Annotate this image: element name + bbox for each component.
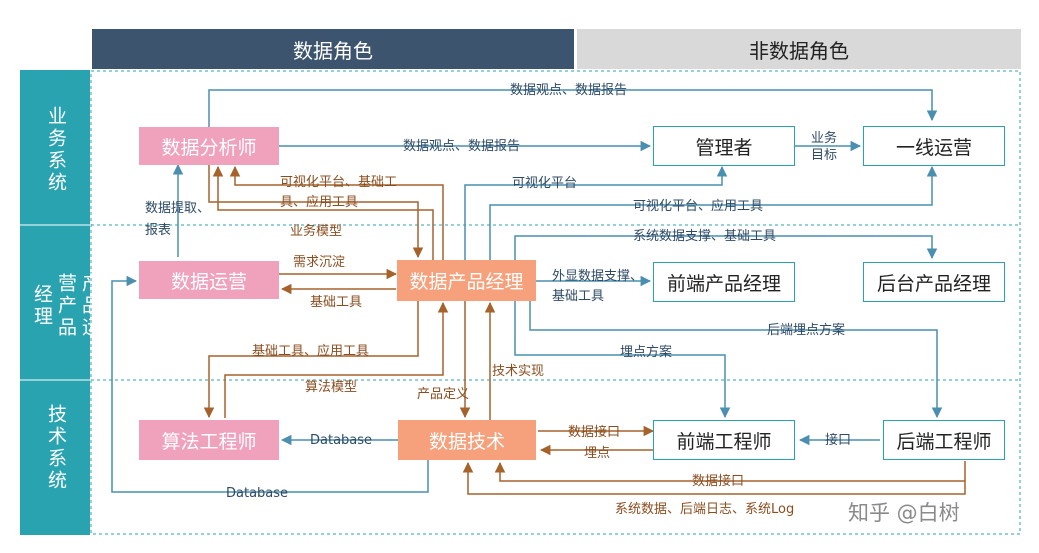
label-interface: 接口 (825, 433, 852, 448)
label-analyst-report: 数据观点、数据报告 (403, 139, 521, 154)
edge-base-app-tools (203, 300, 419, 419)
label-business-goal: 业务目标 (811, 131, 838, 163)
edge-business-model (208, 165, 424, 259)
label-data-extract: 数据提取、报表 (145, 201, 211, 238)
label-visual-base-tools: 可视化平台、基础工具、应用工具 (280, 175, 398, 210)
node-algo-engineer: 算法工程师 (139, 420, 279, 460)
label-backend-tracking: 后端埋点方案 (767, 323, 846, 338)
label-data-interface-2: 数据接口 (692, 474, 745, 489)
node-frontline-ops: 一线运营 (863, 126, 1005, 166)
label-database-1: Database (310, 433, 373, 448)
section-tech-label: 技术系统 (45, 404, 67, 492)
edge-visual-platform (464, 165, 728, 260)
node-data-analyst: 数据分析师 (139, 127, 279, 165)
edge-database-2 (111, 275, 429, 493)
node-backend-pm: 后台产品经理 (863, 262, 1005, 302)
label-system-support: 系统数据支撑、基础工具 (633, 229, 777, 244)
label-business-model: 业务模型 (290, 224, 343, 239)
edge-visual-base-tools-2 (212, 165, 434, 260)
label-requirements: 需求沉淀 (293, 255, 346, 270)
label-algo-model: 算法模型 (305, 380, 358, 395)
section-sidebar (20, 70, 90, 535)
node-data-pm: 数据产品经理 (397, 260, 536, 301)
node-frontend-pm: 前端产品经理 (653, 262, 795, 302)
label-visual-platform: 可视化平台 (512, 176, 578, 191)
section-product-label: 产品运营产品经理 (31, 273, 101, 339)
frame-border (90, 70, 1021, 535)
node-frontend-engineer: 前端工程师 (653, 420, 795, 460)
edge-top-report (208, 89, 938, 127)
edge-system-support (514, 235, 938, 260)
label-base-tools: 基础工具 (310, 295, 363, 310)
node-data-ops: 数据运营 (139, 261, 279, 299)
edge-data-interface-2 (494, 461, 966, 482)
edge-algo-model (224, 301, 449, 418)
label-product-def: 产品定义 (417, 387, 470, 402)
node-manager: 管理者 (653, 126, 795, 166)
header-non-data-roles: 非数据角色 (577, 29, 1021, 69)
edge-tracking-plan (514, 300, 731, 419)
label-database-2: Database (226, 486, 289, 501)
header-data-roles: 数据角色 (92, 29, 574, 69)
label-data-interface: 数据接口 (568, 425, 621, 440)
section-business-label: 业务系统 (45, 106, 67, 194)
label-tracking: 埋点 (584, 446, 611, 461)
node-backend-engineer: 后端工程师 (883, 420, 1005, 460)
label-system-logs: 系统数据、后端日志、系统Log (615, 502, 795, 517)
watermark: 知乎 @白树 (848, 501, 960, 525)
label-external-support: 外显数据支撑、基础工具 (552, 269, 644, 304)
edge-visual-base-tools-1 (229, 165, 444, 260)
edge-system-logs (462, 461, 966, 495)
edge-backend-tracking (529, 300, 943, 419)
label-tracking-plan: 埋点方案 (620, 345, 673, 360)
node-data-tech: 数据技术 (398, 420, 536, 460)
label-base-app-tools: 基础工具、应用工具 (252, 344, 370, 359)
label-tech-impl: 技术实现 (492, 364, 545, 379)
label-visual-tools: 可视化平台、应用工具 (633, 199, 764, 214)
edge-visual-tools (489, 165, 938, 260)
label-top-report: 数据观点、数据报告 (510, 83, 628, 98)
